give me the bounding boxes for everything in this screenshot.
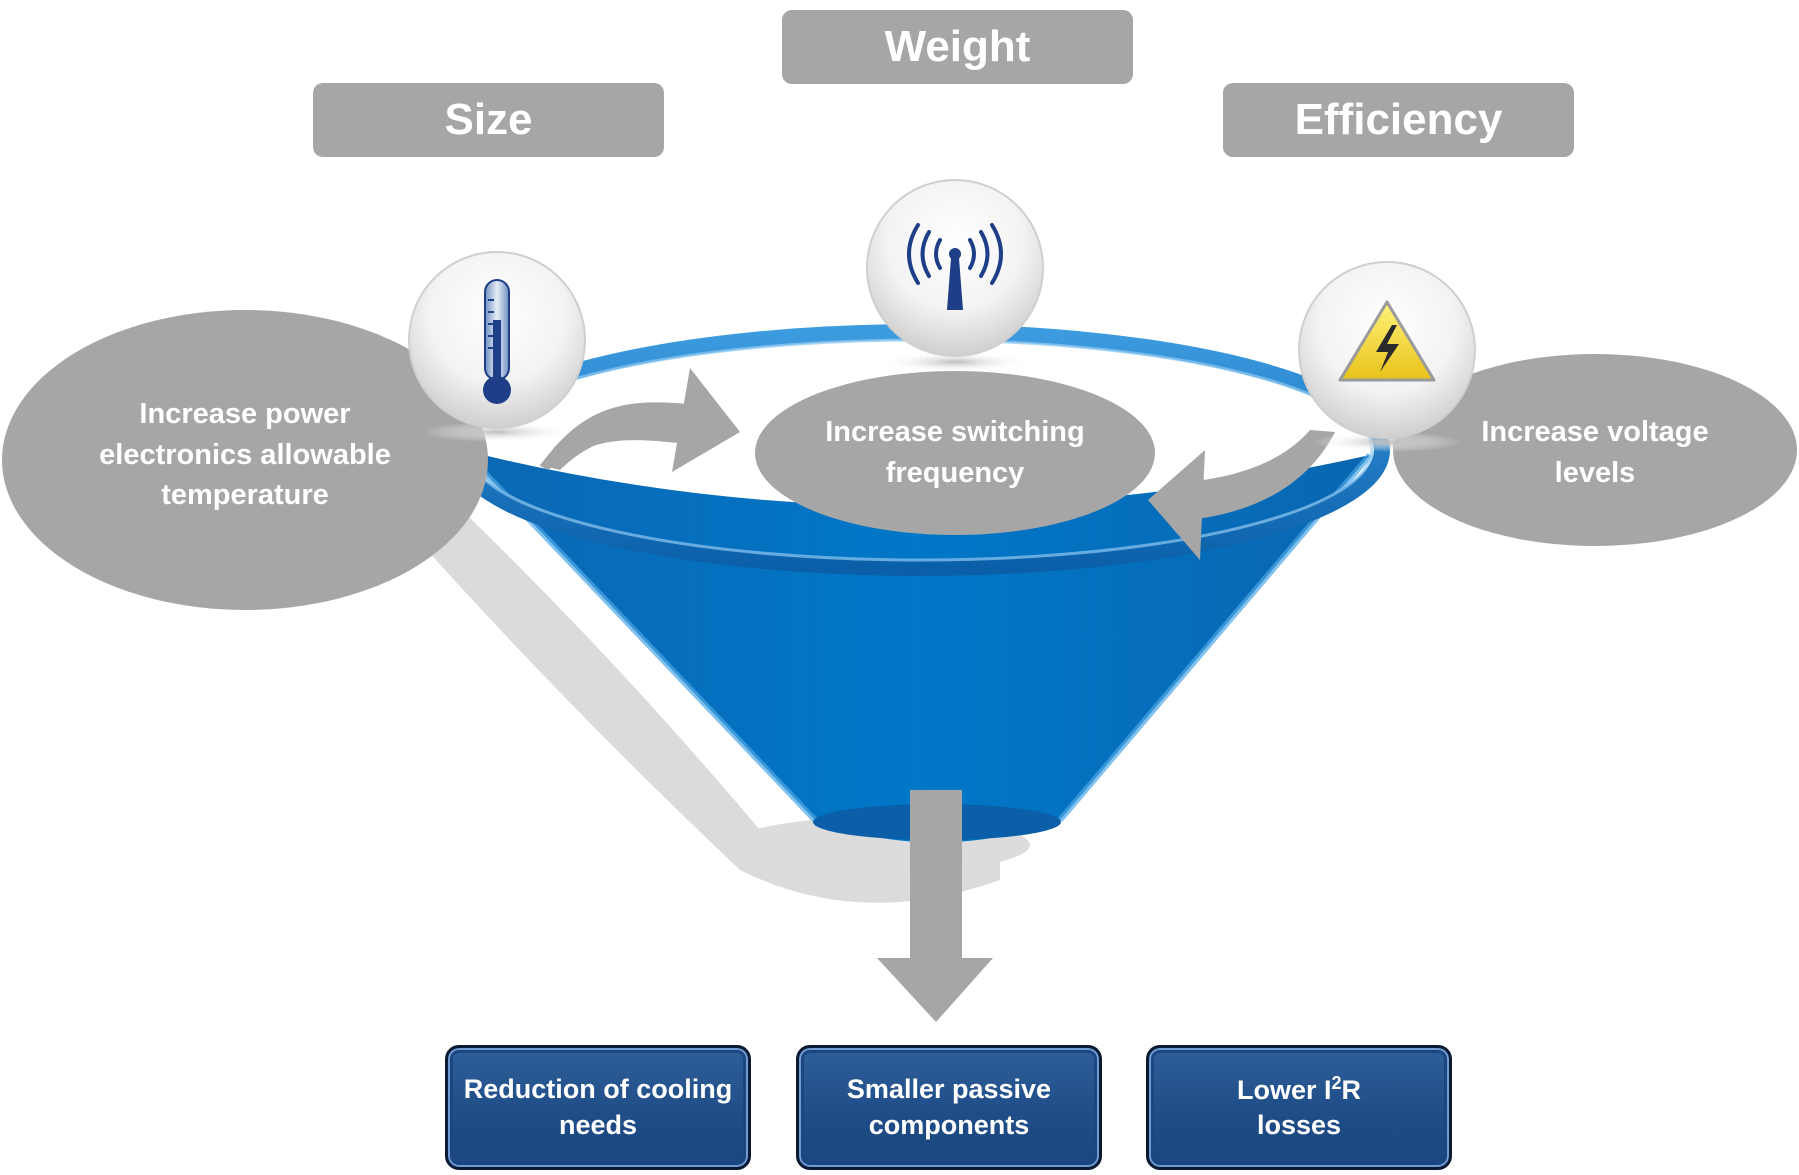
arrow-down [877,790,993,1022]
losses-superscript: 2 [1331,1072,1342,1093]
outcome-cooling-text: Reduction of cooling needs [463,1074,733,1140]
voltage-text: Increase voltage levels [1481,416,1709,489]
voltage-oval [1393,354,1797,546]
outcome-passive-text: Smaller passive components [846,1074,1052,1140]
losses-prefix: Lower I [1236,1074,1332,1105]
efficiency-label: Efficiency [1223,83,1574,157]
outcome-cooling: Reduction of cooling needs [445,1045,751,1170]
size-label: Size [313,83,664,157]
thermometer-icon [483,279,511,404]
outcome-losses-text: Lower I2R losses [1149,1072,1449,1143]
switching-text: Increase switching frequency [825,416,1085,489]
high-voltage-warning-icon [1338,300,1436,382]
antenna-signal-icon [907,223,1003,310]
losses-suffix: R losses [1256,1074,1362,1140]
temperature-oval [2,310,488,610]
temperature-text: Increase power electronics allowable tem… [99,398,391,512]
outcome-passive: Smaller passive components [796,1045,1102,1170]
arrow-to-switching [540,368,740,472]
weight-label: Weight [782,10,1133,84]
arrow-from-voltage [1148,430,1335,560]
outcome-losses: Lower I2R losses [1146,1045,1452,1170]
switching-oval [755,371,1155,535]
